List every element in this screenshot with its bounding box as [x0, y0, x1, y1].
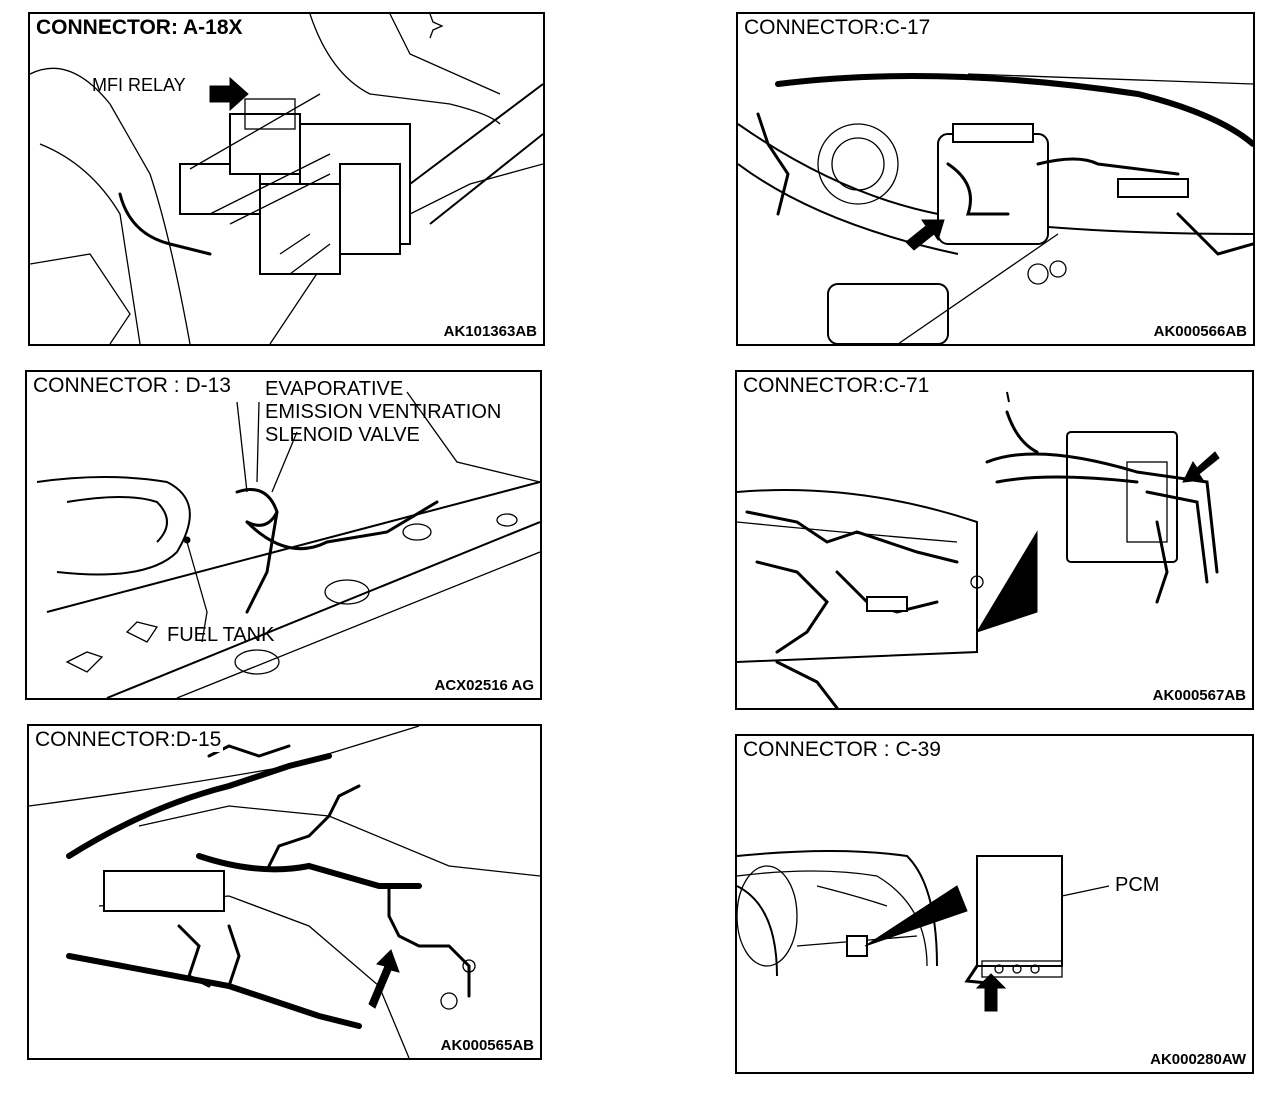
fuel-tank-illustration [36, 391, 540, 698]
connector-title: CONNECTOR:D-15 [35, 728, 224, 752]
figure-code: AK000565AB [440, 1037, 534, 1054]
emission-ventiration-label: EMISSION VENTIRATION [265, 401, 502, 423]
figure-code: AK000566AB [1153, 323, 1247, 340]
slenoid-valve-label: SLENOID VALVE [265, 424, 420, 446]
connector-title: CONNECTOR:C-17 [744, 16, 933, 40]
pcm-label: PCM [1115, 874, 1160, 896]
panel-connector-c71: CONNECTOR:C-71 AK000567AB [735, 370, 1254, 710]
panel-connector-a18x: CONNECTOR: A-18X MFI RELAY AK101363AB [28, 12, 545, 346]
engine-bay-illustration [30, 14, 543, 344]
figure-code: ACX02516 AG [434, 677, 535, 694]
panel-connector-d15: CONNECTOR:D-15 AK000565AB [27, 724, 542, 1060]
panel-connector-d13: CONNECTOR : D-13 EVAPORATIVE EMISSION VE… [25, 370, 542, 700]
panel-connector-c17: CONNECTOR:C-17 AK000566AB [736, 12, 1255, 346]
connector-title: CONNECTOR : D-13 [33, 374, 233, 398]
figure-code: AK101363AB [443, 323, 537, 340]
panel-connector-c39: CONNECTOR : C-39 PCM AK000280AW [735, 734, 1254, 1074]
connector-title: CONNECTOR: A-18X [36, 16, 245, 40]
figure-code: AK000567AB [1152, 687, 1246, 704]
fuel-tank-label: FUEL TANK [167, 624, 275, 646]
floor-harness-illustration [29, 726, 540, 1058]
dashboard-harness-illustration [738, 73, 1253, 344]
connector-title: CONNECTOR:C-71 [743, 374, 932, 398]
dashboard-c71-illustration [737, 391, 1220, 708]
connector-title: CONNECTOR : C-39 [743, 738, 943, 762]
evaporative-label: EVAPORATIVE [265, 378, 404, 400]
pcm-location-illustration [737, 850, 1110, 1012]
mfi-relay-label: MFI RELAY [92, 75, 186, 95]
figure-code: AK000280AW [1150, 1051, 1246, 1068]
